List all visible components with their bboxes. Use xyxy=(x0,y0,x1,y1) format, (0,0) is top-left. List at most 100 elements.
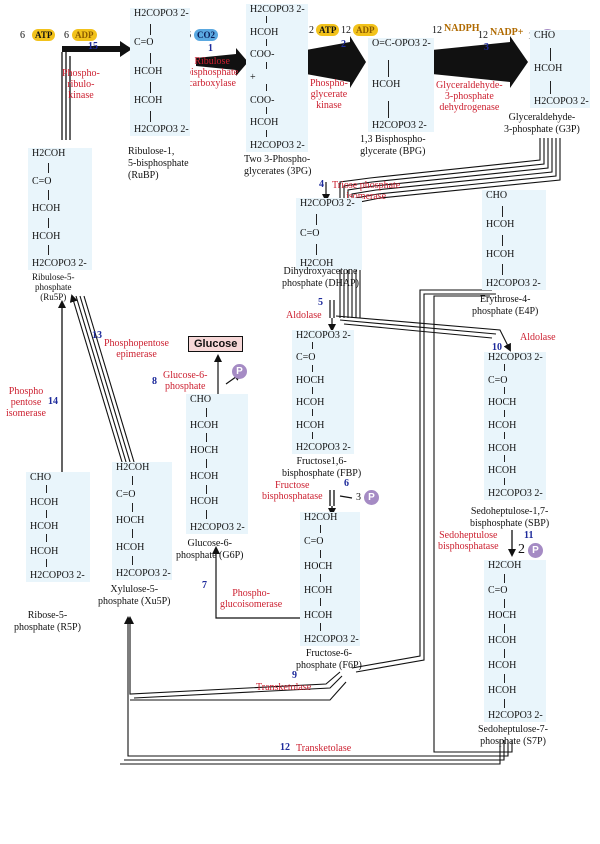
name-line: bisphosphate (SBP) xyxy=(470,518,550,529)
bond-line xyxy=(312,342,313,349)
bond-line xyxy=(550,81,551,94)
wedge-arrow-1 xyxy=(196,48,248,76)
bond-line xyxy=(320,525,321,533)
bond-line xyxy=(550,48,551,61)
bond-line xyxy=(504,699,505,708)
formula-line: H2COPO3 2- xyxy=(296,330,351,341)
enzyme-line: isomerase xyxy=(6,408,46,419)
enzyme-line: Glyceraldehyde- xyxy=(436,80,503,91)
bond-line xyxy=(206,459,207,468)
formula-line: H2COPO3 2- xyxy=(30,570,85,581)
enzyme-fructose-bisphosphatase: Fructose bisphosphatase xyxy=(262,480,323,502)
name-line: phosphate (DHAP) xyxy=(282,278,359,289)
name-line: phosphate xyxy=(35,282,72,292)
bond-line xyxy=(502,235,503,246)
enzyme-line: Sedoheptulose xyxy=(439,530,498,541)
name-line: phosphate (R5P) xyxy=(14,622,81,633)
name-bpg: 1,3 Bisphospho- glycerate (BPG) xyxy=(360,134,426,158)
bond-line xyxy=(388,60,389,77)
atp-pill-1: ATP xyxy=(32,29,56,41)
formula-line: + xyxy=(250,72,256,83)
name-g6p: Glucose-6- phosphate (G6P) xyxy=(176,538,244,562)
bond-line xyxy=(312,432,313,439)
bond-line xyxy=(150,53,151,64)
bond-line xyxy=(504,624,505,633)
name-line: Ribulose-1, xyxy=(128,146,175,157)
enzyme-line: Fructose xyxy=(275,480,310,491)
name-r5p: Ribose-5- phosphate (R5P) xyxy=(14,610,81,634)
step-11: 11 xyxy=(524,530,534,541)
enzyme-rubisco: Ribulose bisphosphate carboxylase xyxy=(186,56,238,89)
bond-line xyxy=(316,244,317,255)
enzyme-phosphopentose-epimerase: Phosphopentose epimerase xyxy=(104,338,169,360)
formula-line: HCOH xyxy=(486,249,515,260)
formula-line: HCOH xyxy=(488,420,517,431)
enzyme-line: ribulo- xyxy=(67,79,95,90)
enzyme-line: Glucose-6- xyxy=(163,370,208,381)
formula-line: HCOH xyxy=(190,496,219,507)
formula-line: H2COPO3 2- xyxy=(372,120,427,131)
bond-line xyxy=(266,16,267,23)
formula-line: HCOH xyxy=(488,443,517,454)
enzyme-line: Triose phosphate xyxy=(332,180,401,191)
name-line: phosphate (F6P) xyxy=(296,660,362,671)
bond-line xyxy=(46,559,47,567)
bond-line xyxy=(504,455,505,462)
formula-line: H2COPO3 2- xyxy=(250,140,305,151)
transketolase-lines-12 xyxy=(120,295,513,765)
bond-line xyxy=(312,365,313,372)
formula-line: H2COH xyxy=(304,512,338,523)
atp-count-1: 6 xyxy=(20,30,25,41)
name-line: Glucose-6- xyxy=(187,538,232,549)
name-xu5p: Xylulose-5- phosphate (Xu5P) xyxy=(98,584,171,608)
enzyme-line: carboxylase xyxy=(188,78,236,89)
name-line: (RuBP) xyxy=(128,170,159,181)
name-rubp: Ribulose-1, 5-bisphosphate (RuBP) xyxy=(128,146,189,182)
bond-line xyxy=(206,485,207,494)
bond-line xyxy=(132,556,133,565)
formula-line: CHO xyxy=(534,30,556,41)
formula-line: CHO xyxy=(30,472,52,483)
formula-line: HCOH xyxy=(32,231,61,242)
name-line: Two 3-Phospho- xyxy=(244,154,311,165)
phosphate-icon-g6p: P xyxy=(232,364,247,379)
formula-line: COO- xyxy=(250,95,275,106)
glucose-box: Glucose xyxy=(188,336,244,352)
nadp-label: NADP+ xyxy=(490,27,524,38)
formula-line: H2COPO3 2- xyxy=(190,522,245,533)
formula-line: HOCH xyxy=(116,515,145,526)
formula-line: H2COPO3 2- xyxy=(296,442,351,453)
enzyme-phosphoglucoisomerase: Phospho- glucoisomerase xyxy=(220,588,282,610)
formula-line: CHO xyxy=(486,190,508,201)
formula-line: HCOH xyxy=(488,660,517,671)
formula-line: H2COPO3 2- xyxy=(300,198,355,209)
bond-line xyxy=(504,574,505,583)
name-line: Ribulose-5- xyxy=(32,272,75,282)
bond-line xyxy=(150,24,151,35)
name-line: Fructose-6- xyxy=(305,648,352,659)
bond-line xyxy=(504,387,505,394)
nadph-count: 12 xyxy=(432,25,442,36)
bond-line xyxy=(312,409,313,416)
enzyme-line: kinase xyxy=(68,90,94,101)
formula-line: H2COPO3 2- xyxy=(486,278,541,289)
formula-line: HCOH xyxy=(304,610,333,621)
bond-line xyxy=(266,39,267,46)
enzyme-transketolase-1: Transketolase xyxy=(256,682,311,693)
formula-line: C=O xyxy=(304,536,324,547)
bond-line xyxy=(504,649,505,658)
step-6: 6 xyxy=(344,478,349,489)
enzyme-sedoheptulose-bisphosphatase: Sedoheptulose bisphosphatase xyxy=(438,530,499,552)
enzyme-line: Transketolase xyxy=(296,743,352,754)
enzyme-line: dehydrogenase xyxy=(439,102,500,113)
p-count-fbp: 3 xyxy=(356,492,361,503)
bond-line xyxy=(502,264,503,275)
formula-line: H2COH xyxy=(32,148,66,159)
step-1: 1 xyxy=(208,43,213,54)
enzyme-line: Phosphopentose xyxy=(104,338,169,349)
pgi-arrow xyxy=(212,546,300,619)
formula-line: C=O xyxy=(488,585,508,596)
name-line: Xylulose-5- xyxy=(110,584,159,595)
